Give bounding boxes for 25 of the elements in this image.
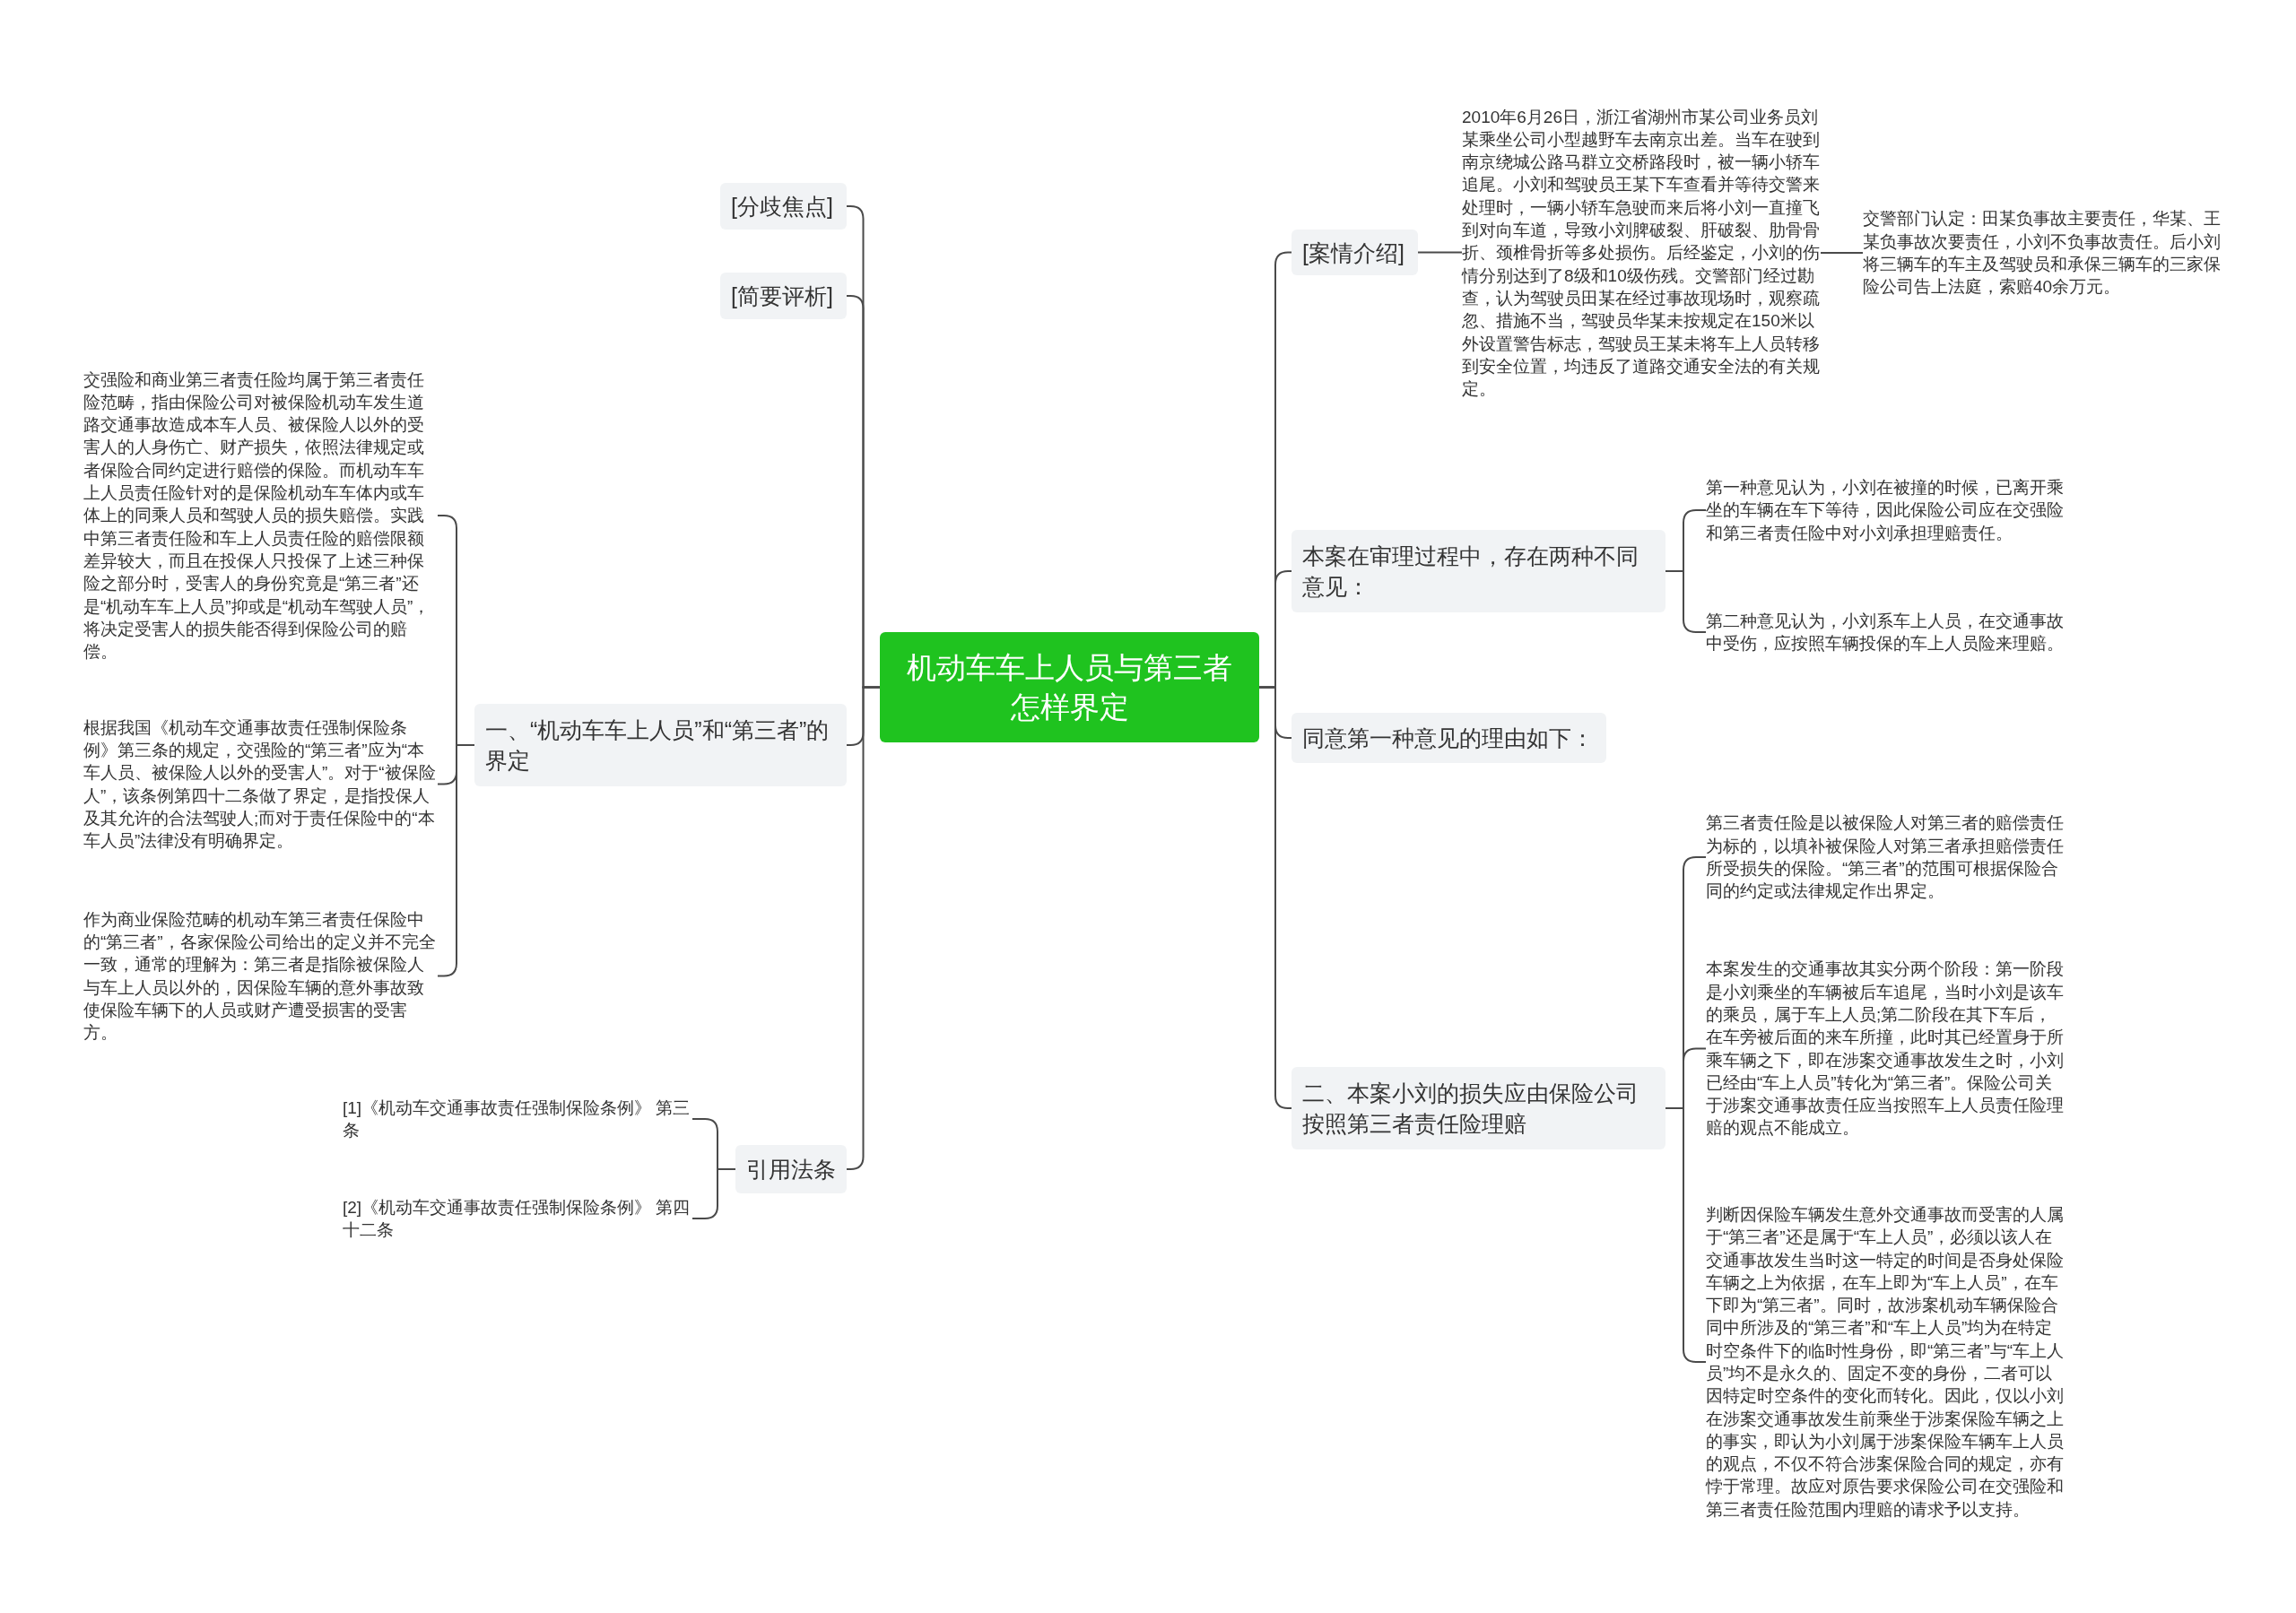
branch-box: [简要评析]	[720, 273, 847, 319]
branch-box: [分歧焦点]	[720, 183, 847, 230]
branch-box: 同意第一种意见的理由如下：	[1292, 713, 1606, 763]
branch-box: 二、本案小刘的损失应由保险公司按照第三者责任险理赔	[1292, 1067, 1665, 1149]
note-text: 本案发生的交通事故其实分两个阶段：第一阶段是小刘乘坐的车辆被后车追尾，当时小刘是该车的乘员，属于车上人员;第二阶段在其下车后，在车旁被后面的来车所撞，此时其已经置身于所乘车辆之下，即在涉案交通事故发生之时，小刘已经由“车上人员”转化为“第三者”。保险公司关于涉案交通事故责任应当按照车上人员责任险理赔的观点不能成立。	[1706, 952, 2065, 1145]
branch-box: 引用法条	[735, 1145, 847, 1193]
branch-box: [案情介绍]	[1292, 230, 1418, 275]
note-text: 交强险和商业第三者责任险均属于第三者责任险范畴，指由保险公司对被保险机动车发生道路交通事故造成本车人员、被保险人以外的受害人的人身伤亡、财产损失，依照法律规定或者保险合同约定进行赔偿的保险。而机动车车上人员责任险针对的是保险机动车车体内或车体上的同乘人员和驾驶人员的损失赔偿。实践中第三者责任险和车上人员责任险的赔偿限额差异较大，而且在投保人只投保了上述三种保险之部分时，受害人的身份究竟是“第三者”还是“机动车车上人员”抑或是“机动车驾驶人员”，将决定受害人的损失能否得到保险公司的赔偿。	[83, 363, 438, 668]
note-text: 第一种意见认为，小刘在被撞的时候，已离开乘坐的车辆在车下等待，因此保险公司应在交强险和第三者责任险中对小刘承担理赔责任。	[1706, 472, 2065, 549]
note-text: 第二种意见认为，小刘系车上人员，在交通事故中受伤，应按照车辆投保的车上人员险来理赔。	[1706, 594, 2065, 671]
citation-text: [1]《机动车交通事故责任强制保险条例》 第三条	[343, 1094, 692, 1144]
connector-line	[1820, 252, 1864, 254]
note-text: 作为商业保险范畴的机动车第三者责任保险中的“第三者”，各家保险公司给出的定义并不完全一致，通常的理解为：第三者是指除被保险人与车上人员以外的，因保险车辆的意外事故致使保险车辆下的人员或财产遭受损害的受害方。	[83, 902, 438, 1050]
connector-line	[1417, 251, 1463, 254]
connector-line	[437, 744, 475, 977]
citation-text: [2]《机动车交通事故责任强制保险条例》 第四十二条	[343, 1193, 692, 1244]
branch-box: 一、“机动车车上人员”和“第三者”的界定	[474, 704, 847, 786]
branch-box: 本案在审理过程中，存在两种不同意见：	[1292, 530, 1665, 612]
note-text: 2010年6月26日，浙江省湖州市某公司业务员刘某乘坐公司小型越野车去南京出差。当车在驶到南京绕城公路马群立交桥路段时，被一辆小轿车追尾。小刘和驾驶员王某下车查看并等待交警来处理时，一辆小轿车急驶而来后将小刘一直撞飞到对向车道，导致小刘脾破裂、肝破裂、肋骨骨折、颈椎骨折等多处损伤。后经鉴定，小刘的伤情分别达到了8级和10级伤残。交警部门经过勘查，认为驾驶员田某在经过事故现场时，观察疏忽、措施不当，驾驶员华某未按规定在150米以外设置警告标志，驾驶员王某未将车上人员转移到安全位置，均违反了道路交通安全法的有关规定。	[1462, 79, 1821, 427]
connector-line	[1665, 1107, 1707, 1363]
topic-box: 机动车车上人员与第三者怎样界定	[880, 632, 1259, 742]
note-text: 根据我国《机动车交通事故责任强制保险条例》第三条的规定，交强险的“第三者”应为“本车人员、被保险人以外的受害人”。对于“被保险人”，该条例第四十二条做了界定，是指投保人及其允许的合法驾驶人;而对于责任保险中的“本车人员”法律没有明确界定。	[83, 710, 438, 858]
note-text: 交警部门认定：田某负事故主要责任，华某、王某负事故次要责任，小刘不负事故责任。后小刘将三辆车的车主及驾驶员和承保三辆车的三家保险公司告上法庭，索赔40余万元。	[1863, 203, 2222, 303]
note-text: 判断因保险车辆发生意外交通事故而受害的人属于“第三者”还是属于“车上人员”，必须以该人在交通事故发生当时这一特定的时间是否身处保险车辆之上为依据，在车上即为“车上人员”，在车下即为“第三者”。同时，故涉案机动车辆保险合同中所涉及的“第三者”和“车上人员”均为在特定时空条件下的临时性身份，即“第三者”与“车上人员”均不是永久的、固定不变的身份，二者可以因特定时空条件的变化而转化。因此，仅以小刘在涉案交通事故发生前乘坐于涉案保险车辆之上的事实，即认为小刘属于涉案保险车辆车上人员的观点，不仅不符合涉案保险合同的规定，亦有悖于常理。故应对原告要求保险公司在交强险和第三者责任险范围内理赔的请求予以支持。	[1706, 1187, 2065, 1537]
note-text: 第三者责任险是以被保险人对第三者的赔偿责任为标的，以填补被保险人对第三者承担赔偿责任所受损失的保险。“第三者”的范围可根据保险合同的约定或法律规定作出界定。	[1706, 807, 2065, 907]
